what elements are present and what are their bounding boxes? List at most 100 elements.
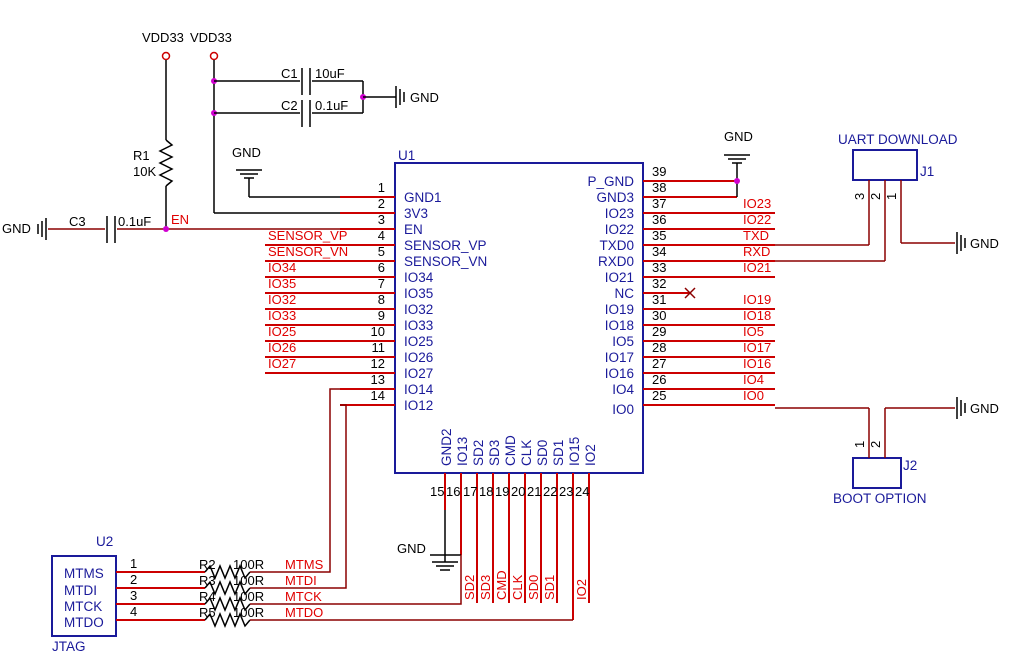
gnd-pgnd: GND: [724, 129, 753, 197]
svg-text:MTCK: MTCK: [64, 599, 102, 614]
net-label: TXD: [743, 228, 769, 243]
svg-text:7: 7: [378, 276, 385, 291]
svg-text:2: 2: [868, 441, 883, 448]
net-label: IO5: [743, 324, 764, 339]
c2-capacitor: C2 0.1uF: [214, 98, 363, 127]
svg-text:GND: GND: [970, 401, 999, 416]
net-label: MTDI: [285, 573, 317, 588]
svg-text:27: 27: [652, 356, 666, 371]
svg-text:CLK: CLK: [519, 440, 534, 466]
svg-text:39: 39: [652, 164, 666, 179]
svg-text:100R: 100R: [233, 605, 264, 620]
svg-text:R5: R5: [199, 605, 216, 620]
net-label: RXD: [743, 244, 770, 259]
svg-text:SENSOR_VN: SENSOR_VN: [404, 254, 487, 269]
svg-text:20: 20: [511, 484, 525, 499]
svg-text:IO35: IO35: [404, 286, 433, 301]
svg-text:IO16: IO16: [605, 366, 634, 381]
net-label: IO17: [743, 340, 771, 355]
svg-text:IO5: IO5: [612, 334, 634, 349]
svg-text:IO18: IO18: [605, 318, 634, 333]
svg-text:EN: EN: [171, 212, 189, 227]
svg-text:2: 2: [378, 196, 385, 211]
svg-text:R1: R1: [133, 148, 150, 163]
svg-text:GND: GND: [397, 541, 426, 556]
svg-text:GND: GND: [410, 90, 439, 105]
svg-text:0.1uF: 0.1uF: [315, 98, 348, 113]
gnd-pin15: GND: [397, 510, 461, 571]
net-label: IO2: [574, 579, 589, 600]
svg-text:2: 2: [868, 193, 883, 200]
svg-text:1: 1: [130, 556, 137, 571]
svg-text:3: 3: [130, 588, 137, 603]
svg-text:21: 21: [527, 484, 541, 499]
net-label: IO18: [743, 308, 771, 323]
svg-text:18: 18: [479, 484, 493, 499]
j1-connector: UART DOWNLOAD J1 3 2 1 GND: [775, 132, 999, 262]
svg-text:33: 33: [652, 260, 666, 275]
svg-text:CMD: CMD: [503, 435, 518, 466]
svg-text:IO15: IO15: [567, 437, 582, 466]
svg-text:J2: J2: [903, 458, 917, 473]
svg-text:BOOT OPTION: BOOT OPTION: [833, 491, 927, 506]
svg-text:SD1: SD1: [551, 440, 566, 466]
u1-pin-3: 3EN: [340, 212, 423, 237]
svg-text:IO32: IO32: [404, 302, 433, 317]
svg-text:IO34: IO34: [404, 270, 434, 285]
svg-text:C3: C3: [69, 214, 86, 229]
net-label: SD1: [542, 575, 557, 600]
svg-text:4: 4: [378, 228, 385, 243]
net-label: SD3: [478, 575, 493, 600]
net-label: IO33: [268, 308, 296, 323]
svg-text:IO27: IO27: [404, 366, 433, 381]
svg-text:GND2: GND2: [439, 428, 454, 466]
svg-text:NC: NC: [615, 286, 635, 301]
u2-jtag: U2 JTAG MTMS MTDI MTCK MTDO 1 2 3 4: [51, 534, 205, 654]
svg-text:C2: C2: [281, 98, 298, 113]
svg-text:J1: J1: [920, 164, 934, 179]
svg-text:29: 29: [652, 324, 666, 339]
net-label: IO22: [743, 212, 771, 227]
net-label: IO32: [268, 292, 296, 307]
svg-text:MTDO: MTDO: [64, 615, 104, 630]
svg-text:C1: C1: [281, 66, 298, 81]
svg-text:RXD0: RXD0: [598, 254, 634, 269]
svg-text:6: 6: [378, 260, 385, 275]
svg-text:IO13: IO13: [455, 437, 470, 466]
cap-gnd: GND: [360, 81, 439, 113]
svg-text:8: 8: [378, 292, 385, 307]
net-label: IO26: [268, 340, 296, 355]
svg-text:SENSOR_VP: SENSOR_VP: [404, 238, 487, 253]
net-label: SD2: [462, 575, 477, 600]
svg-text:IO0: IO0: [612, 402, 634, 417]
svg-text:IO25: IO25: [404, 334, 433, 349]
svg-text:30: 30: [652, 308, 666, 323]
svg-text:9: 9: [378, 308, 385, 323]
svg-text:IO2: IO2: [583, 444, 598, 466]
svg-text:IO23: IO23: [605, 206, 634, 221]
net-label: CMD: [494, 570, 509, 600]
svg-text:GND3: GND3: [596, 190, 634, 205]
svg-text:IO17: IO17: [605, 350, 634, 365]
svg-text:IO4: IO4: [612, 382, 634, 397]
u1-pin-39: 39P_GND: [587, 164, 737, 189]
svg-text:14: 14: [371, 388, 385, 403]
svg-text:100R: 100R: [233, 589, 264, 604]
